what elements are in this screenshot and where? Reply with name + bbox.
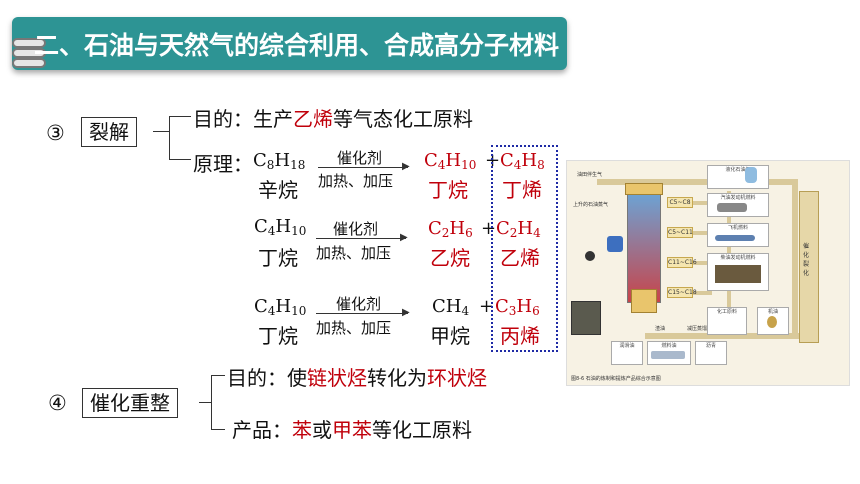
conditions-label: 加热、加压 bbox=[316, 244, 392, 262]
side-label: 催化裂化 bbox=[803, 243, 810, 277]
principle-label: 原理： bbox=[193, 152, 253, 176]
plus-sign: + bbox=[479, 296, 495, 317]
product-formula: C2H6 bbox=[428, 218, 473, 240]
page-title: 二、石油与天然气的综合利用、合成高分子材料 bbox=[34, 31, 560, 60]
product-name: 丁烯 bbox=[502, 178, 542, 202]
section-number: ③ bbox=[46, 121, 65, 145]
conditions-label: 加热、加压 bbox=[316, 319, 392, 337]
binder-rings-icon bbox=[12, 38, 46, 68]
diagram-label: 减压蒸馏 bbox=[687, 326, 708, 332]
product-formula: CH4 bbox=[432, 296, 470, 318]
section-label-reforming: 催化重整 bbox=[82, 388, 178, 418]
product-name: 丙烯 bbox=[500, 324, 540, 348]
distillation-column bbox=[627, 191, 661, 303]
cracking-purpose: 目的：生产乙烯等气态化工原料 bbox=[193, 107, 473, 131]
product-box: 润滑油 bbox=[611, 341, 643, 365]
product-name: 丁烷 bbox=[428, 178, 468, 202]
catalyst-label: 催化剂 bbox=[333, 220, 379, 238]
product-name: 乙烷 bbox=[430, 246, 470, 270]
fraction-node: C5~C8 bbox=[667, 197, 693, 208]
fraction-node: C11~C16 bbox=[667, 257, 697, 268]
section-label-cracking: 裂解 bbox=[81, 117, 137, 147]
reactant-name: 丁烷 bbox=[258, 246, 298, 270]
diagram-caption: 图8-6 石油的炼制和提炼产品综合示意图 bbox=[571, 376, 661, 382]
product-name: 乙烯 bbox=[500, 246, 540, 270]
diagram-label: 渣油 bbox=[655, 326, 666, 332]
conditions-label: 加热、加压 bbox=[318, 172, 394, 190]
diagram-label: 上升的石油蒸气 bbox=[573, 202, 609, 208]
reactant-name: 辛烷 bbox=[258, 178, 298, 202]
product-formula: C4H8 bbox=[500, 150, 545, 172]
reactant-formula: C4H10 bbox=[254, 296, 307, 318]
fraction-node: C5~C11 bbox=[667, 227, 693, 238]
diagram-label: 油田伴生气 bbox=[577, 172, 603, 178]
reactant-formula: C8H18 bbox=[253, 150, 306, 172]
product-box: 液化石油气 bbox=[707, 165, 769, 189]
product-box: 化工原料 bbox=[707, 307, 747, 335]
catalyst-label: 催化剂 bbox=[337, 149, 383, 167]
reforming-products: 产品：苯或甲苯等化工原料 bbox=[232, 418, 472, 442]
product-name: 甲烷 bbox=[430, 324, 470, 348]
alkene-highlight-box bbox=[491, 145, 558, 352]
catalyst-label: 催化剂 bbox=[336, 295, 382, 313]
reforming-purpose: 目的：使链状烃转化为环状烃 bbox=[227, 366, 487, 390]
title-banner: 二、石油与天然气的综合利用、合成高分子材料 bbox=[12, 17, 567, 70]
petroleum-refining-diagram: 油田伴生气 上升的石油蒸气 C5~C8 C5~C11 C11~C16 C15~C… bbox=[566, 160, 850, 386]
reactant-formula: C4H10 bbox=[254, 216, 307, 238]
product-formula: C2H4 bbox=[496, 218, 541, 240]
product-box: 沥青 bbox=[695, 341, 727, 365]
reactant-name: 丁烷 bbox=[258, 324, 298, 348]
product-formula: C4H10 bbox=[424, 150, 477, 172]
product-formula: C3H6 bbox=[495, 296, 540, 318]
fraction-node: C15~C18 bbox=[667, 287, 697, 298]
section-number: ④ bbox=[48, 391, 67, 415]
